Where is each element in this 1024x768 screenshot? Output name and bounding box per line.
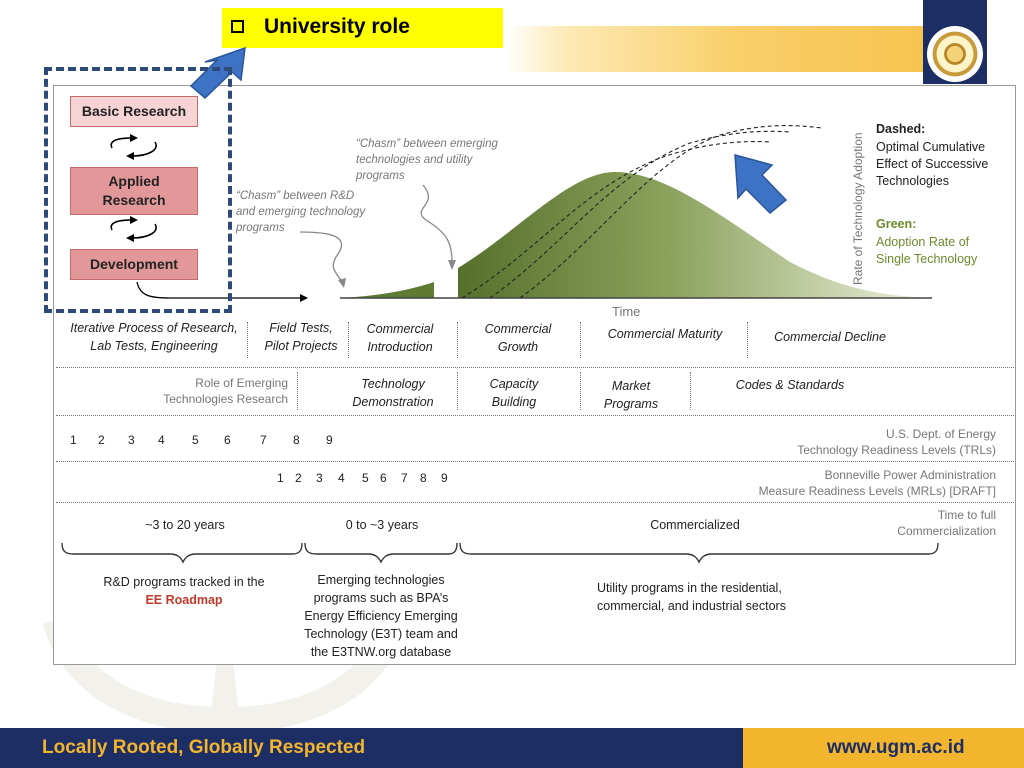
trl-9: 9 <box>326 433 333 447</box>
program-market-programs: Market Programs <box>603 379 659 411</box>
mrl-4: 4 <box>338 471 345 485</box>
figure-frame <box>53 85 1016 665</box>
time-emerging: 0 to ~3 years <box>345 518 419 532</box>
legend-green-title: Green: <box>876 217 917 231</box>
trl-5: 5 <box>192 433 199 447</box>
mrl-9: 9 <box>441 471 448 485</box>
basic-research-box: Basic Research <box>70 96 198 127</box>
stage-commercial-introduction: Commercial Introduction <box>366 322 434 354</box>
legend-dashed-text: Optimal Cumulative Effect of Successive … <box>876 140 989 188</box>
stage-research: Iterative Process of Research, Lab Tests… <box>70 321 238 353</box>
time-label: Time to full Commercialization <box>897 508 996 538</box>
mrl-2: 2 <box>295 471 302 485</box>
mrl-7: 7 <box>401 471 408 485</box>
footer-motto: Locally Rooted, Globally Respected <box>42 737 366 758</box>
brace-emerging <box>304 542 458 564</box>
chasm-note-2: “Chasm” between emerging technologies an… <box>356 138 498 182</box>
applied-research-box: Applied Research <box>70 167 198 215</box>
stage-field-tests: Field Tests, Pilot Projects <box>264 321 338 353</box>
trl-4: 4 <box>158 433 165 447</box>
mrl-1: 1 <box>277 471 284 485</box>
program-technology-demonstration: Technology Demonstration <box>352 377 434 409</box>
brace-rd <box>61 542 303 564</box>
trl-8: 8 <box>293 433 300 447</box>
dashed-curve-2 <box>489 130 791 299</box>
trl-1: 1 <box>70 433 77 447</box>
checkbox-bullet-icon <box>231 20 244 33</box>
dashed-curve-3 <box>519 125 823 299</box>
title-banner <box>222 8 503 48</box>
footer-url[interactable]: www.ugm.ac.id <box>827 737 965 758</box>
adoption-curve-main <box>458 172 932 298</box>
trl-label: U.S. Dept. of Energy Technology Readines… <box>797 427 996 457</box>
chasm-1-pointer <box>299 231 343 283</box>
utility-programs-text: Utility programs in the residential, com… <box>597 581 786 613</box>
stage-commercial-decline: Commercial Decline <box>774 330 886 344</box>
program-codes-standards: Codes & Standards <box>735 378 845 392</box>
time-commercialized: Commercialized <box>650 518 740 532</box>
university-seal-icon <box>927 26 983 82</box>
emerging-programs-text: Emerging technologies programs such as B… <box>304 573 458 659</box>
applied-research-label: Applied Research <box>102 173 166 208</box>
trl-2: 2 <box>98 433 105 447</box>
stage-commercial-maturity: Commercial Maturity <box>607 327 723 341</box>
legend-green-text: Adoption Rate of Single Technology <box>876 235 978 266</box>
y-axis-label: Rate of Technology Adoption <box>851 132 865 285</box>
development-arrow <box>136 281 300 299</box>
trl-6: 6 <box>224 433 231 447</box>
legend-dashed-title: Dashed: <box>876 122 926 136</box>
program-capacity-building: Capacity Building <box>489 377 539 409</box>
slide-title: University role <box>264 15 410 38</box>
development-box: Development <box>70 249 198 280</box>
header-gradient-band <box>505 26 923 72</box>
chasm-2-pointer <box>420 184 453 263</box>
university-role-highlight <box>44 67 232 313</box>
blue-arrow-to-curve <box>734 154 788 215</box>
mrl-label: Bonneville Power Administration Measure … <box>758 468 996 498</box>
mrl-6: 6 <box>380 471 387 485</box>
mrl-5: 5 <box>362 471 369 485</box>
chasm-note-1: “Chasm” between R&D and emerging technol… <box>236 190 366 234</box>
trl-7: 7 <box>260 433 267 447</box>
basic-research-label: Basic Research <box>81 103 187 119</box>
trl-3: 3 <box>128 433 135 447</box>
time-axis-label: Time <box>612 304 641 319</box>
rd-programs-text: R&D programs tracked in the <box>103 575 265 589</box>
time-rd: ~3 to 20 years <box>145 518 225 532</box>
mrl-3: 3 <box>316 471 323 485</box>
dashed-curve-1 <box>461 140 771 299</box>
ee-roadmap-link[interactable]: EE Roadmap <box>145 593 223 607</box>
program-role-research: Role of Emerging Technologies Research <box>163 376 288 406</box>
footer-url-panel <box>743 728 1024 768</box>
stage-commercial-growth: Commercial Growth <box>484 322 552 354</box>
adoption-curve-early <box>340 282 434 298</box>
brace-utility <box>459 542 939 564</box>
mrl-8: 8 <box>420 471 427 485</box>
blue-arrow-to-title <box>189 46 246 100</box>
development-label: Development <box>90 256 178 272</box>
